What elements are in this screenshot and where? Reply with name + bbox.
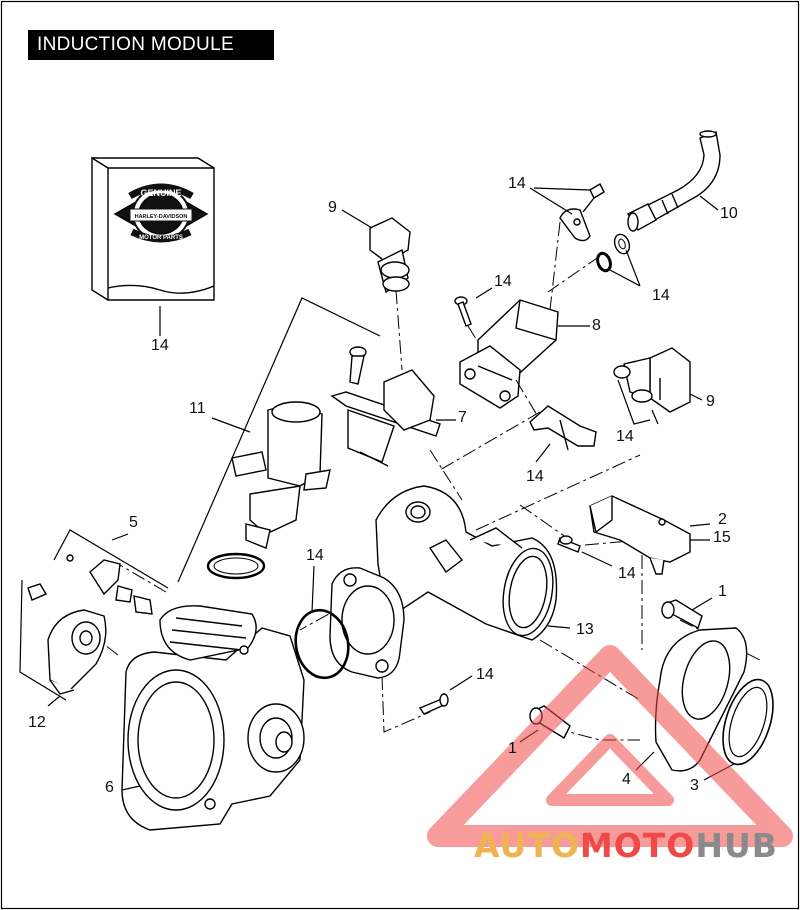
sensor-5-part (66, 554, 153, 615)
callout-5: 5 (129, 514, 138, 531)
logo-top-text: GENUINE (140, 188, 181, 198)
fuel-injector-top-part (369, 217, 411, 294)
throttle-body-part (121, 605, 305, 831)
clip-part (559, 183, 605, 242)
genuine-logo (113, 183, 209, 243)
watermark-text: AUTOMOTOHUB (474, 826, 778, 865)
bolt-top-part (661, 599, 703, 630)
idle-air-valve-part (231, 401, 331, 549)
callout-2: 2 (718, 511, 727, 528)
callout-14-mid: 14 (618, 565, 636, 582)
callout-1-bottom: 1 (508, 740, 517, 757)
map-sensor-part (589, 495, 691, 575)
callout-1-top: 1 (718, 583, 727, 600)
callout-14-screw: 14 (494, 273, 512, 290)
callout-14-bottom: 14 (476, 666, 494, 683)
fuel-injector-right-part (613, 347, 691, 413)
callout-14-parts-box: 14 (151, 337, 169, 354)
callout-10: 10 (720, 205, 738, 222)
logo-mid-text: HARLEY-DAVIDSON (135, 214, 188, 220)
injector-clip-part (529, 405, 597, 451)
callout-3: 3 (690, 777, 699, 794)
bracket-part (330, 346, 441, 467)
callout-14-gasket: 14 (306, 547, 324, 564)
callout-14-injector: 14 (616, 428, 634, 445)
callout-7: 7 (458, 409, 467, 426)
genuine-parts-box (91, 156, 215, 301)
logo-bottom-text: MOTOR PARTS (139, 235, 183, 241)
watermark-logo (427, 645, 793, 847)
callout-11: 11 (189, 400, 206, 417)
throttle-position-sensor-part (27, 583, 107, 695)
callout-4: 4 (622, 771, 631, 788)
callout-9-right: 9 (706, 393, 715, 410)
callout-14-clip: 14 (526, 468, 544, 485)
callout-13: 13 (576, 621, 594, 638)
callout-8: 8 (592, 317, 601, 334)
fuel-rail-part (459, 299, 559, 409)
fuel-line-part (626, 130, 721, 232)
callout-9-top: 9 (328, 199, 337, 216)
intake-elbow-part (375, 485, 558, 641)
callout-14-top: 14 (508, 175, 526, 192)
callout-6: 6 (105, 779, 114, 796)
callout-15: 15 (713, 529, 731, 546)
callout-14-oring: 14 (652, 287, 670, 304)
page-title: INDUCTION MODULE (28, 30, 274, 60)
callout-12: 12 (28, 714, 46, 731)
